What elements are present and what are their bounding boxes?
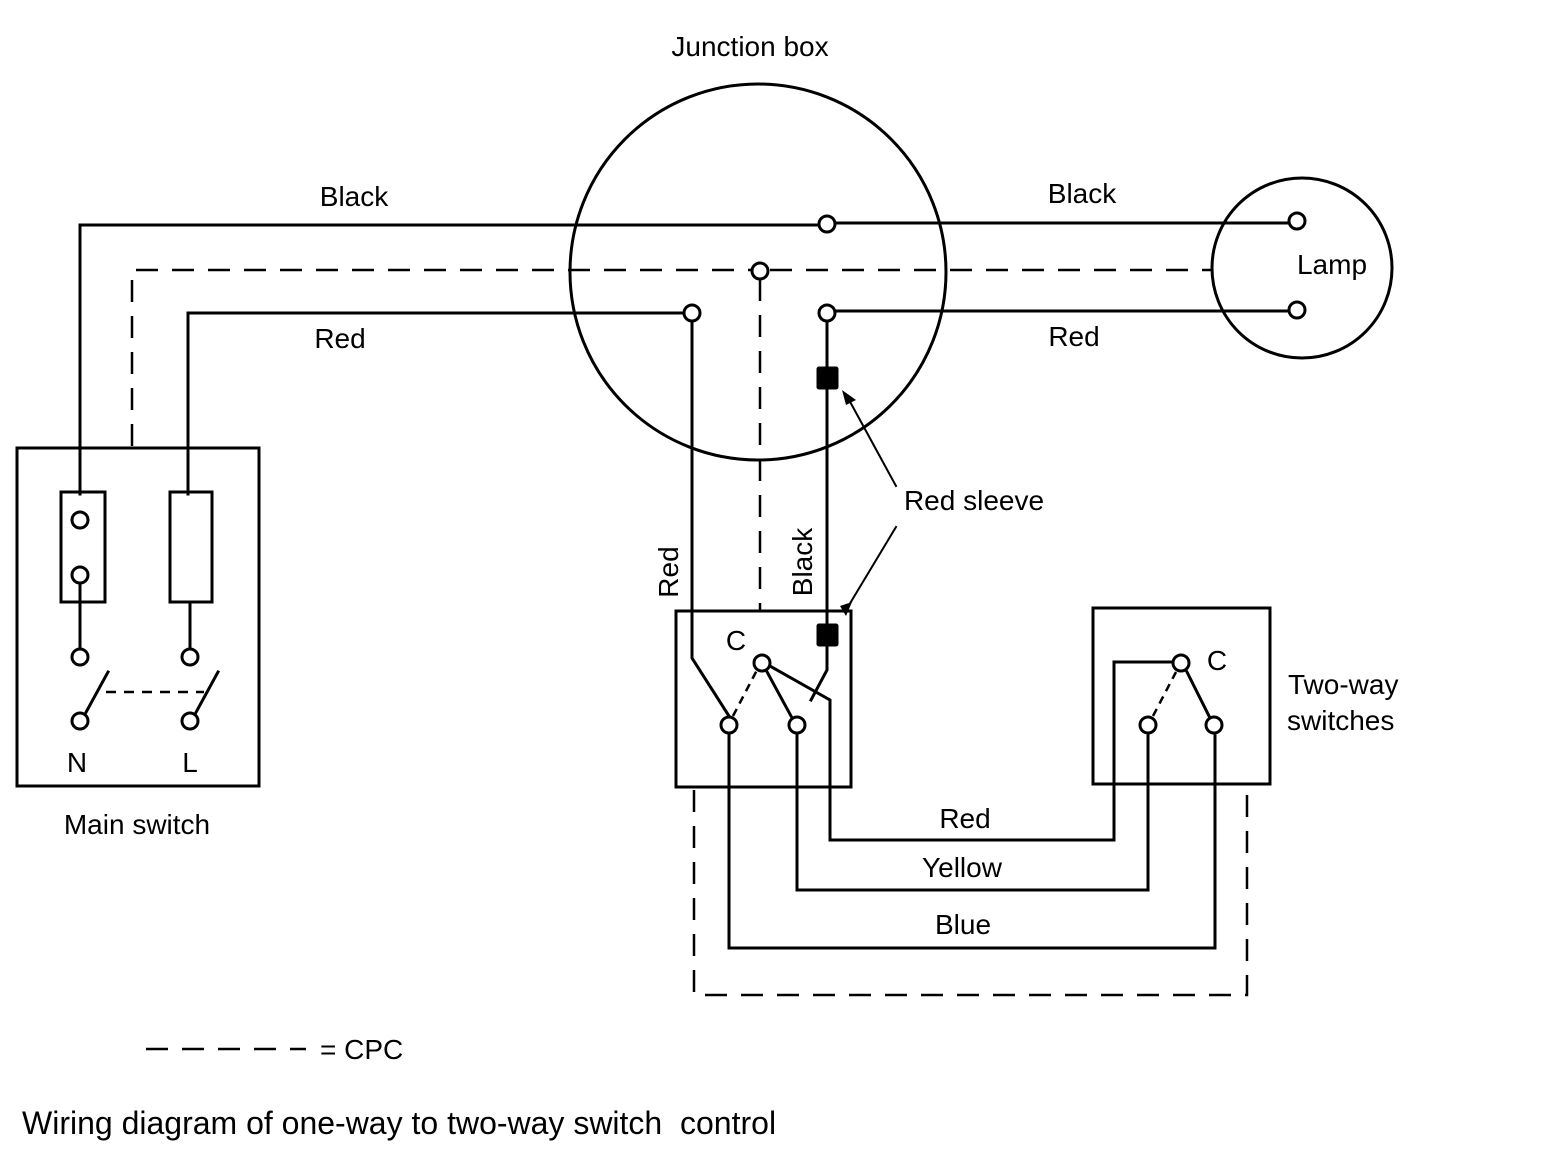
switch1-dashed-link <box>731 669 759 717</box>
red-sleeve-upper <box>816 366 839 390</box>
red-sleeve-lower <box>816 623 839 647</box>
main-switch-neutral-blade <box>81 669 111 719</box>
terminal <box>70 647 90 667</box>
neutral-link <box>59 490 107 604</box>
switch2-blade <box>1184 669 1212 719</box>
main-red-wire <box>186 311 686 496</box>
main-switch-box <box>15 446 261 788</box>
live-label: L <box>182 747 198 778</box>
switch1-blade <box>763 667 794 719</box>
caption: Wiring diagram of one-way to two-way swi… <box>22 1105 776 1141</box>
main-switch-live-blade <box>191 669 221 719</box>
two-way-switch-box <box>1091 606 1272 786</box>
terminal <box>787 715 807 735</box>
switch2-common-label: C <box>1207 645 1227 676</box>
lamp-label: Lamp <box>1297 249 1367 280</box>
terminal <box>70 711 90 731</box>
strap-blue-wire <box>727 732 1217 950</box>
main-black-wire <box>78 223 820 496</box>
switch-cpc-loop <box>692 790 1249 997</box>
strap-red-label: Red <box>939 803 990 834</box>
red-sleeve-arrowhead-upper <box>842 390 856 405</box>
drop-black-label: Black <box>787 527 818 596</box>
terminal <box>1287 300 1307 320</box>
red-sleeve-pointer-lower <box>844 525 898 612</box>
strap-blue-label: Blue <box>935 909 991 940</box>
terminal <box>719 715 739 735</box>
lamp <box>1210 176 1394 360</box>
terminal <box>817 214 837 234</box>
fuse <box>168 490 214 604</box>
terminal <box>1171 653 1191 673</box>
terminal <box>180 647 200 667</box>
main-red-label: Red <box>314 323 365 354</box>
drop-red-wire <box>690 320 732 719</box>
lamp-red-label: Red <box>1048 321 1099 352</box>
switch2-dashed-link <box>1151 671 1178 717</box>
first-switch-box <box>674 609 853 789</box>
two-way-switches-label-1: Two-way <box>1288 669 1398 700</box>
strap-yellow-wire <box>795 732 1150 892</box>
terminal <box>1138 715 1158 735</box>
junction-box <box>568 82 948 462</box>
lamp-black-label: Black <box>1048 178 1117 209</box>
terminal <box>750 261 770 281</box>
switch1-common-label: C <box>726 625 746 656</box>
terminal <box>70 565 90 585</box>
two-way-switches-label-2: switches <box>1287 705 1394 736</box>
red-sleeve-arrowhead-lower <box>840 602 852 616</box>
switch1-common-lead <box>767 660 1174 842</box>
junction-box-title: Junction box <box>671 31 828 62</box>
main-switch-label: Main switch <box>64 809 210 840</box>
legend-cpc-text: = CPC <box>320 1034 403 1065</box>
terminal <box>180 711 200 731</box>
drop-red-label: Red <box>653 546 684 597</box>
terminal <box>1204 715 1224 735</box>
neutral-label: N <box>67 747 87 778</box>
strap-yellow-label: Yellow <box>922 852 1003 883</box>
red-sleeve-pointer-upper <box>846 396 898 488</box>
terminal <box>70 510 90 530</box>
red-sleeve-label: Red sleeve <box>904 485 1044 516</box>
main-cpc <box>130 268 752 446</box>
terminal <box>682 303 702 323</box>
main-black-label: Black <box>320 181 389 212</box>
drop-black-wire <box>808 320 829 703</box>
terminal <box>817 303 837 323</box>
terminal <box>752 653 772 673</box>
terminal <box>1287 211 1307 231</box>
